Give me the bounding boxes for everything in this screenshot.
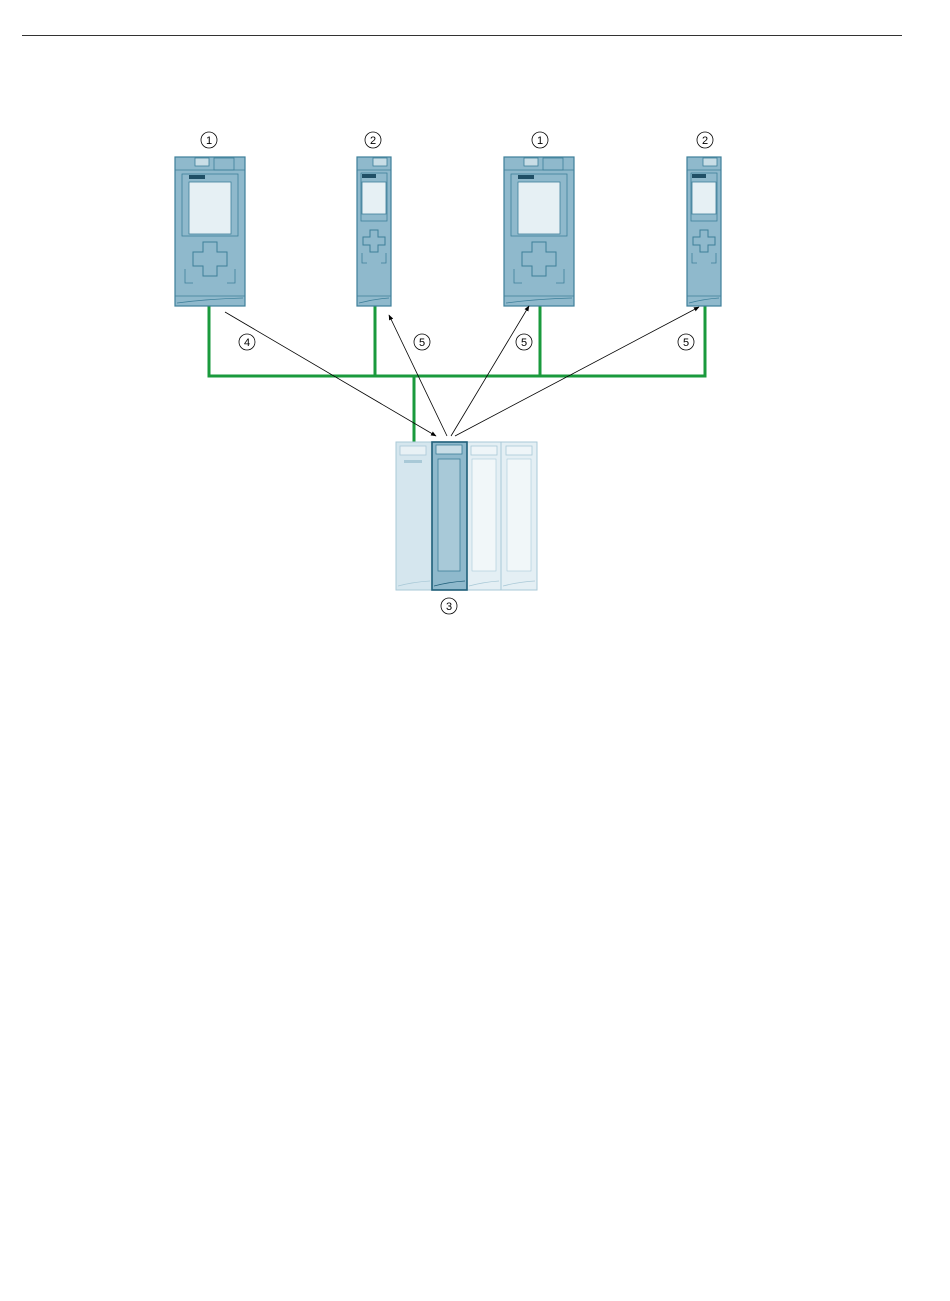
highlighted-io-module [432,442,467,590]
arrow-5-c [455,307,699,436]
compact-device-left [357,157,391,306]
callout-arrow-in-3: 5 [683,337,689,349]
callout-arrow-out: 4 [244,337,250,349]
callout-compact-left: 2 [370,135,376,147]
callout-cpu-right: 1 [537,135,543,147]
compact-device-right [687,157,721,306]
arrow-5-b [451,306,529,436]
arrow-4 [225,312,436,436]
callout-arrow-in-2: 5 [521,337,527,349]
communication-arrows [225,306,699,436]
callout-io-module: 3 [446,601,452,613]
io-station [396,442,537,590]
callout-compact-right: 2 [702,135,708,147]
callout-arrow-in-1: 5 [419,337,425,349]
network-bus [209,306,705,442]
cpu-device-left [175,157,245,306]
cpu-device-right [504,157,574,306]
callout-cpu-left: 1 [206,135,212,147]
